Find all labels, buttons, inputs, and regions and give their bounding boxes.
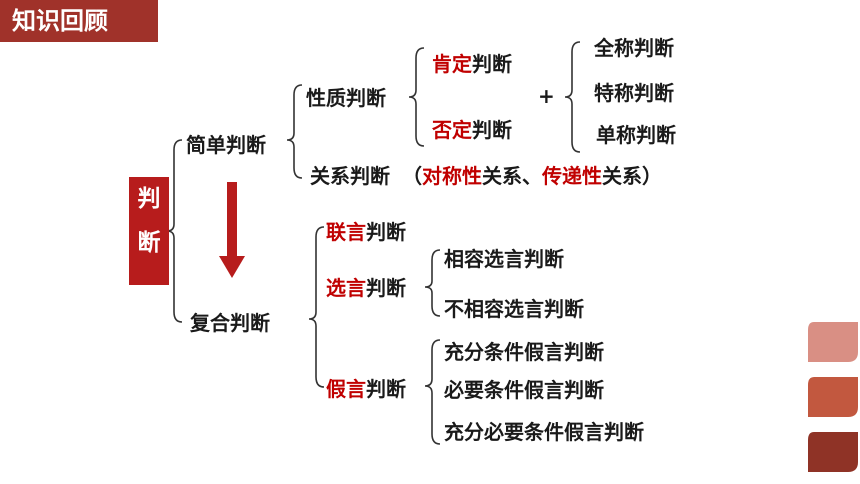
relation-judgment: 关系判断（对称性关系、传递性关系） [310, 164, 662, 188]
down-arrow-icon [219, 182, 245, 278]
simple-judgment-label: 简单判断 [186, 133, 266, 157]
root-char-1: 判 [137, 186, 161, 212]
root-char-2: 断 [137, 230, 161, 256]
sufficient-necessary-condition: 充分必要条件假言判断 [444, 420, 644, 444]
singular-judgment: 单称判断 [596, 123, 676, 147]
disjunctive-bracket [424, 249, 441, 317]
decor-leaf-1 [808, 322, 858, 362]
plus-sign: + [538, 84, 555, 108]
sufficient-condition: 充分条件假言判断 [444, 340, 604, 364]
conjunctive-judgment: 联言判断 [326, 220, 406, 244]
affirmative-judgment: 肯定判断 [432, 52, 512, 76]
particular-judgment: 特称判断 [594, 81, 674, 105]
necessary-condition: 必要条件假言判断 [444, 378, 604, 402]
hypothetical-bracket [424, 339, 441, 445]
negative-judgment: 否定判断 [432, 118, 512, 142]
compound-bracket [308, 226, 325, 388]
disjunctive-judgment: 选言判断 [326, 276, 406, 300]
decor-leaf-3 [808, 432, 858, 472]
decor-leaf-2 [808, 377, 858, 417]
root-judgment-box: 判 断 [129, 177, 169, 285]
simple-bracket [286, 84, 303, 179]
incompatible-disjunctive: 不相容选言判断 [444, 297, 584, 321]
page-title: 知识回顾 [0, 0, 158, 42]
nature-judgment-label: 性质判断 [306, 86, 386, 110]
root-bracket [166, 139, 183, 323]
hypothetical-judgment: 假言判断 [326, 377, 406, 401]
universal-judgment: 全称判断 [594, 36, 674, 60]
compatible-disjunctive: 相容选言判断 [444, 247, 564, 271]
compound-judgment-label: 复合判断 [190, 311, 270, 335]
nature-bracket [408, 47, 425, 147]
quantity-bracket [564, 41, 581, 153]
